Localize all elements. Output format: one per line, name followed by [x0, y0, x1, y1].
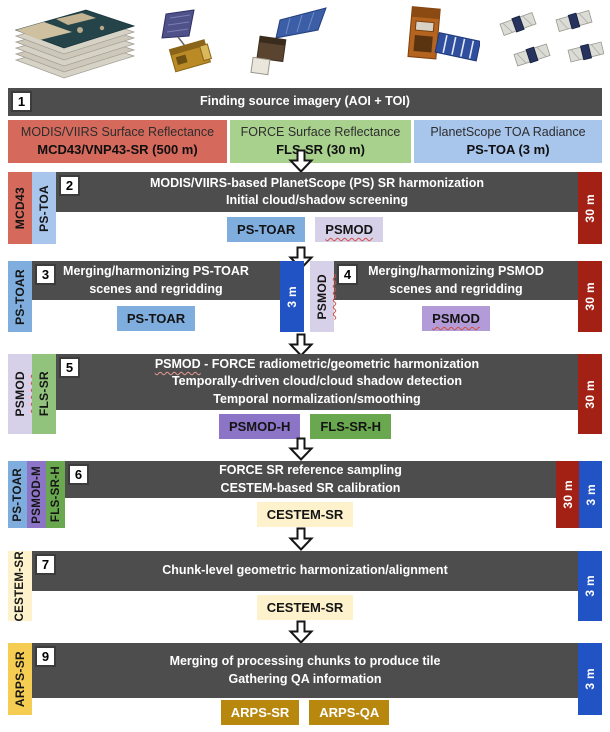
- step1-bar: Finding source imagery (AOI + TOI): [8, 88, 602, 116]
- step4-number: 4: [337, 264, 358, 285]
- step9-number: 9: [35, 646, 56, 667]
- step6-number: 6: [68, 464, 89, 485]
- step2-tab-ps-toa: PS-TOA: [32, 172, 56, 244]
- planetscope-dove-flock-icon: [492, 8, 605, 81]
- step5-output-psmod-h: PSMOD-H: [218, 414, 301, 439]
- step6-resolution-3m: 3 m: [579, 461, 602, 528]
- step3-bar: Merging/harmonizing PS-TOAR scenes and r…: [32, 261, 280, 300]
- imagery-stack-icon: [10, 6, 142, 89]
- step5-output-fls-sr-h: FLS-SR-H: [310, 414, 392, 439]
- step5-tab-fls-sr: FLS-SR: [32, 354, 56, 434]
- step3-output-ps-toar: PS-TOAR: [116, 306, 196, 331]
- source-planetscope-line1: PlanetScope TOA Radiance: [430, 125, 586, 140]
- step4-output-psmod: PSMOD: [422, 306, 490, 331]
- step7-resolution-3m: 3 m: [578, 551, 602, 621]
- step3-number: 3: [35, 264, 56, 285]
- down-arrow-icon: [287, 149, 315, 173]
- step5-bar: PSMOD - FORCE radiometric/geometric harm…: [56, 354, 578, 410]
- step6-tab-fls-sr-h: FLS-SR-H: [46, 461, 65, 528]
- viirs-suomi-npp-satellite-icon: [386, 4, 481, 89]
- step9-resolution-3m: 3 m: [578, 643, 602, 715]
- source-force-line1: FORCE Surface Reflectance: [240, 125, 401, 140]
- step5-line1: PSMOD - FORCE radiometric/geometric harm…: [155, 356, 479, 373]
- down-arrow-icon: [287, 527, 315, 551]
- step2-line2: Initial cloud/shadow screening: [226, 193, 408, 207]
- source-planetscope-line2: PS-TOA (3 m): [466, 142, 550, 158]
- step7-output-cestem-sr: CESTEM-SR: [256, 595, 354, 620]
- modis-terra-satellite-icon: [158, 8, 224, 83]
- source-modis-line2: MCD43/VNP43-SR (500 m): [37, 142, 198, 158]
- step3-line1: Merging/harmonizing PS-TOAR: [63, 264, 249, 279]
- step9-tab-arps-sr: ARPS-SR: [8, 643, 32, 715]
- step6-line1: FORCE SR reference sampling: [219, 463, 402, 478]
- step1-title: Finding source imagery (AOI + TOI): [200, 94, 410, 109]
- step6-tab-ps-toar: PS-TOAR: [8, 461, 27, 528]
- step5-outputs: PSMOD-H FLS-SR-H: [0, 414, 610, 439]
- step3-resolution-3m: 3 m: [280, 261, 304, 332]
- step6-resolution-30m: 30 m: [556, 461, 579, 528]
- step5-resolution-30m: 30 m: [578, 354, 602, 434]
- step9-output-arps-sr: ARPS-SR: [220, 700, 300, 725]
- step5-line1-rest: - FORCE radiometric/geometric harmonizat…: [200, 357, 480, 372]
- step9-outputs: ARPS-SR ARPS-QA: [0, 700, 610, 725]
- step7-tab-cestem-sr: CESTEM-SR: [8, 551, 32, 621]
- source-modis-box: MODIS/VIIRS Surface Reflectance MCD43/VN…: [8, 120, 227, 163]
- step3-outputs: PS-TOAR: [32, 306, 280, 331]
- step2-line1: MODIS/VIIRS-based PlanetScope (PS) SR ha…: [149, 175, 485, 190]
- step9-line2: Gathering QA information: [228, 671, 382, 686]
- step9-bar: Merging of processing chunks to produce …: [32, 643, 578, 698]
- step4-bar: Merging/harmonizing PSMOD scenes and reg…: [334, 261, 578, 300]
- step4-outputs: PSMOD: [334, 306, 578, 331]
- step4-line1: Merging/harmonizing PSMOD: [368, 264, 544, 279]
- step3-line2: scenes and regridding: [89, 281, 223, 296]
- step2-bar: MODIS/VIIRS-based PlanetScope (PS) SR ha…: [56, 172, 578, 212]
- step9-output-arps-qa: ARPS-QA: [309, 700, 390, 725]
- step7-outputs: CESTEM-SR: [0, 595, 610, 620]
- down-arrow-icon: [287, 620, 315, 644]
- step2-output-psmod: PSMOD: [315, 217, 383, 242]
- step6-line2: CESTEM-based SR calibration: [220, 480, 401, 495]
- step4-line2: scenes and regridding: [389, 281, 523, 296]
- down-arrow-icon: [287, 333, 315, 357]
- step2-output-ps-toar: PS-TOAR: [227, 217, 306, 242]
- step7-line1: Chunk-level geometric harmonization/alig…: [162, 563, 448, 578]
- step9-line1: Merging of processing chunks to produce …: [169, 654, 441, 669]
- step7-number: 7: [35, 554, 56, 575]
- step4-resolution-30m: 30 m: [578, 261, 602, 332]
- step2-number: 2: [59, 175, 80, 196]
- source-planetscope-box: PlanetScope TOA Radiance PS-TOA (3 m): [414, 120, 602, 163]
- step7-bar: Chunk-level geometric harmonization/alig…: [32, 551, 578, 591]
- step2-resolution-30m: 30 m: [578, 172, 602, 244]
- step3-tab-ps-toar: PS-TOAR: [8, 261, 32, 332]
- landsat-satellite-icon: [246, 6, 330, 87]
- step5-line3: Temporal normalization/smoothing: [213, 391, 421, 406]
- step2-tab-mcd43: MCD43: [8, 172, 32, 244]
- step2-outputs: PS-TOAR PSMOD: [0, 217, 610, 242]
- source-modis-line1: MODIS/VIIRS Surface Reflectance: [20, 125, 215, 140]
- step4-tab-psmod: PSMOD: [310, 261, 334, 332]
- step5-line2: Temporally-driven cloud/cloud shadow det…: [171, 374, 463, 389]
- step6-tab-psmod-m: PSMOD-M: [27, 461, 46, 528]
- down-arrow-icon: [287, 437, 315, 461]
- step5-tab-psmod: PSMOD: [8, 354, 32, 434]
- down-arrow-icon: [287, 246, 315, 270]
- source-force-box: FORCE Surface Reflectance FLS-SR (30 m): [230, 120, 411, 163]
- step5-number: 5: [59, 357, 80, 378]
- step6-outputs: CESTEM-SR: [0, 502, 610, 527]
- step1-number: 1: [11, 91, 32, 112]
- step6-output-cestem-sr: CESTEM-SR: [256, 502, 354, 527]
- step6-bar: FORCE SR reference sampling CESTEM-based…: [65, 461, 556, 498]
- step5-line1-psmod: PSMOD: [154, 357, 201, 372]
